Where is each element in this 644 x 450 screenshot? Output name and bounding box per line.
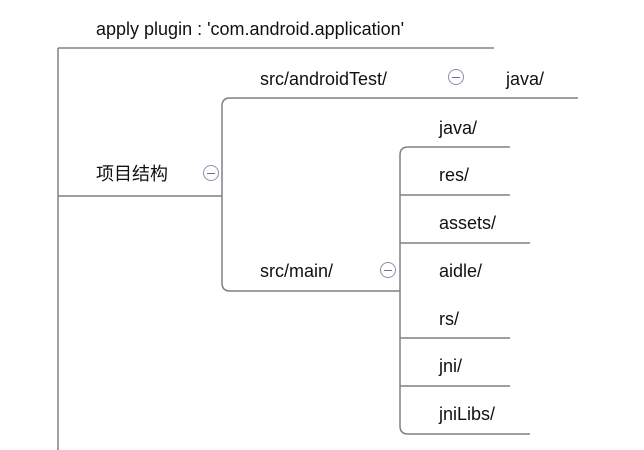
main-child-jni: jni/ xyxy=(439,356,463,376)
main-label: src/main/ xyxy=(260,261,334,281)
main-children-bracket-lower xyxy=(399,291,530,435)
main-child-rs: rs/ xyxy=(439,309,459,329)
android-test-label: src/androidTest/ xyxy=(260,69,388,89)
main-child-assets: assets/ xyxy=(439,213,497,233)
project-structure-bracket xyxy=(221,97,578,196)
main-child-aidle: aidle/ xyxy=(439,261,483,281)
minus-circle-icon[interactable] xyxy=(380,262,396,278)
main-child-java: java/ xyxy=(439,118,478,138)
main-children-bracket xyxy=(399,146,510,291)
minus-circle-icon[interactable] xyxy=(203,165,219,181)
project-structure-label: 项目结构 xyxy=(96,164,168,184)
root-node-label: apply plugin : 'com.android.application' xyxy=(96,19,405,39)
android-test-java-label: java/ xyxy=(506,69,545,89)
main-child-res: res/ xyxy=(439,165,470,185)
main-child-jnilibs: jniLibs/ xyxy=(439,404,496,424)
minus-circle-icon[interactable] xyxy=(448,69,464,85)
project-structure-bracket-lower xyxy=(221,196,400,292)
